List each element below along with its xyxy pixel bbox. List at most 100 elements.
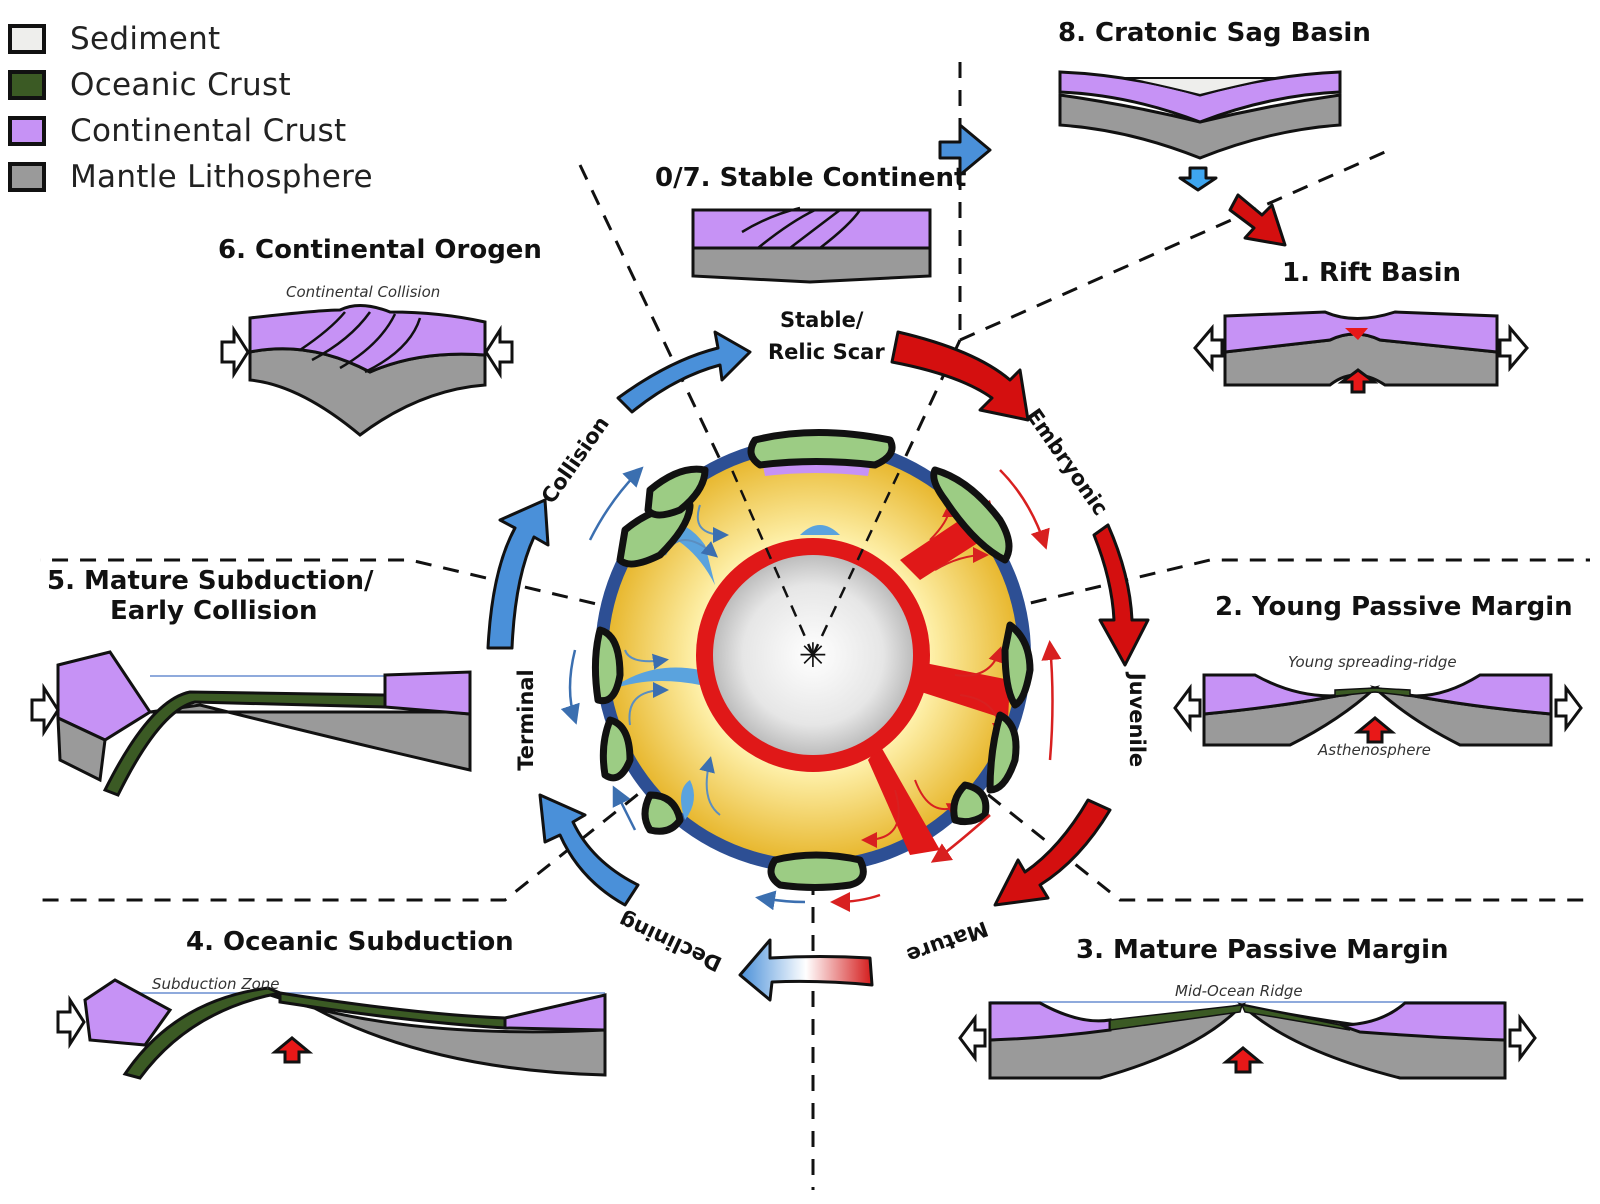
continental-crust-swatch <box>8 116 46 146</box>
mantle-plume-lower <box>868 745 940 855</box>
convection-arrow-blue-1 <box>696 504 729 543</box>
convection-arrow-red-2 <box>934 547 989 571</box>
small-arrow-red-bottom <box>830 891 881 912</box>
compression-arrow <box>56 994 86 1050</box>
upwelling-arrow <box>270 1036 314 1064</box>
mantle-lithosphere <box>691 246 932 284</box>
legend: Sediment Oceanic Crust Continental Crust… <box>8 16 373 200</box>
extension-arrow-right <box>1554 683 1583 733</box>
compression-arrow-right <box>484 324 514 380</box>
stage-1-cross-section <box>1193 310 1529 394</box>
magma-intrusion <box>1345 328 1368 340</box>
legend-label: Sediment <box>70 21 221 57</box>
mantle-lithosphere <box>149 703 472 772</box>
legend-item-mantle-lithosphere: Mantle Lithosphere <box>8 154 373 200</box>
legend-label: Oceanic Crust <box>70 67 291 103</box>
asthenosphere-arrow <box>1353 716 1397 744</box>
plate-right-1 <box>1001 621 1034 709</box>
mantle-lithosphere <box>1058 93 1342 160</box>
stage-3-ridge-label: Mid-Ocean Ridge <box>1175 982 1303 1000</box>
oceanic-crust-left <box>1109 1004 1244 1031</box>
convection-arrow-red-5 <box>861 789 900 848</box>
suture-faults <box>741 206 862 249</box>
divider-rift-diagonal <box>959 150 1386 342</box>
small-arrow-blue-left <box>560 649 580 725</box>
cycle-arrow-to-sag <box>938 123 992 177</box>
compression-arrow-left <box>220 324 250 380</box>
rift-arrow-left <box>1193 323 1224 373</box>
plate-left-1 <box>599 716 634 782</box>
cycle-arrow-juvenile <box>1092 523 1150 667</box>
center-star-icon: ✳ <box>799 636 828 676</box>
spoke-1 <box>730 469 815 656</box>
stage-4-subduction-label: Subduction Zone <box>152 975 280 993</box>
stage-0-cross-section <box>691 206 932 284</box>
oceanic-crust-right <box>1240 1003 1351 1031</box>
plate-upper-left-2 <box>644 465 709 519</box>
legend-item-continental-crust: Continental Crust <box>8 108 373 154</box>
stage-6-subtitle: Continental Collision <box>286 283 441 301</box>
plate-upper-right <box>930 466 1013 564</box>
thrust-faults <box>299 311 422 374</box>
legend-label: Continental Crust <box>70 113 347 149</box>
subducting-slab-lower <box>681 780 694 820</box>
plate-right-2 <box>986 711 1020 794</box>
rift-arrow-right <box>1498 323 1529 373</box>
convection-arrow-blue-4 <box>628 682 669 726</box>
continental-crust <box>691 208 932 250</box>
stage-2-asthenosphere-label: Asthenosphere <box>1318 741 1431 759</box>
small-arrow-red-right <box>1041 640 1062 761</box>
oceanic-crust-swatch <box>8 70 46 100</box>
spoke-2 <box>811 469 902 656</box>
plate-lower-right <box>950 781 990 826</box>
stage-8-title: 8. Cratonic Sag Basin <box>1058 18 1371 48</box>
continental-crust <box>248 304 487 374</box>
divider-right-lower <box>812 653 1590 902</box>
cycle-arrow-terminal <box>538 793 640 907</box>
small-arrow-red-lower <box>930 814 991 863</box>
convection-arrow-blue-5 <box>699 756 721 816</box>
stage-1-title: 1. Rift Basin <box>1282 258 1462 288</box>
stage-5-cross-section <box>30 650 472 797</box>
cycle-arrow-embryonic <box>890 330 1030 422</box>
stage-5-title-line1: 5. Mature Subduction/ <box>47 566 374 596</box>
compression-arrow <box>30 682 60 738</box>
mantle-lithosphere-swatch <box>8 162 46 192</box>
overriding-continent <box>83 978 173 1047</box>
overriding-mantle <box>56 715 107 783</box>
plate-lower-left <box>641 791 684 835</box>
ridge-upwelling-arrow <box>1221 1046 1265 1074</box>
phase-stable-line1: Stable/ <box>780 308 864 332</box>
phase-stable-line2: Relic Scar <box>768 340 885 364</box>
stage-8-cross-section <box>1058 70 1342 160</box>
extension-arrow-left <box>1173 683 1202 733</box>
mantle-plume-middle <box>910 660 1010 720</box>
extension-arrow-right <box>1508 1013 1537 1063</box>
legend-label: Mantle Lithosphere <box>70 159 373 195</box>
cycle-arrow-collision <box>486 498 550 650</box>
legend-item-sediment: Sediment <box>8 16 373 62</box>
cycle-arrow-mature <box>993 798 1112 907</box>
subducting-slab <box>122 986 286 1080</box>
stage-2-title: 2. Young Passive Margin <box>1215 592 1573 622</box>
oceanic-slab <box>102 690 387 797</box>
upwelling-arrow <box>1337 368 1379 394</box>
stage-2-cross-section <box>1173 673 1583 747</box>
mantle-lithosphere <box>269 993 607 1077</box>
earth-cross-section: ✳ <box>591 429 1034 891</box>
extension-arrow-left <box>958 1013 987 1063</box>
small-arrow-red-upper <box>999 469 1050 550</box>
stage-3-title: 3. Mature Passive Margin <box>1076 935 1449 965</box>
stage-4-title: 4. Oceanic Subduction <box>186 927 514 957</box>
oceanic-crust <box>1334 687 1411 697</box>
subducting-slab-upper <box>640 520 715 585</box>
cycle-arrow-sag-to-rift <box>1228 193 1287 247</box>
continental-crust-right <box>1339 1001 1507 1042</box>
stage-2-ridge-label: Young spreading-ridge <box>1288 653 1457 671</box>
stage-0-title: 0/7. Stable Continent <box>655 163 967 193</box>
phase-juvenile: Juvenile <box>1125 672 1150 768</box>
passive-continent <box>383 670 472 716</box>
stage-5-title-line2: Early Collision <box>110 596 318 626</box>
plate-bottom <box>767 851 867 891</box>
